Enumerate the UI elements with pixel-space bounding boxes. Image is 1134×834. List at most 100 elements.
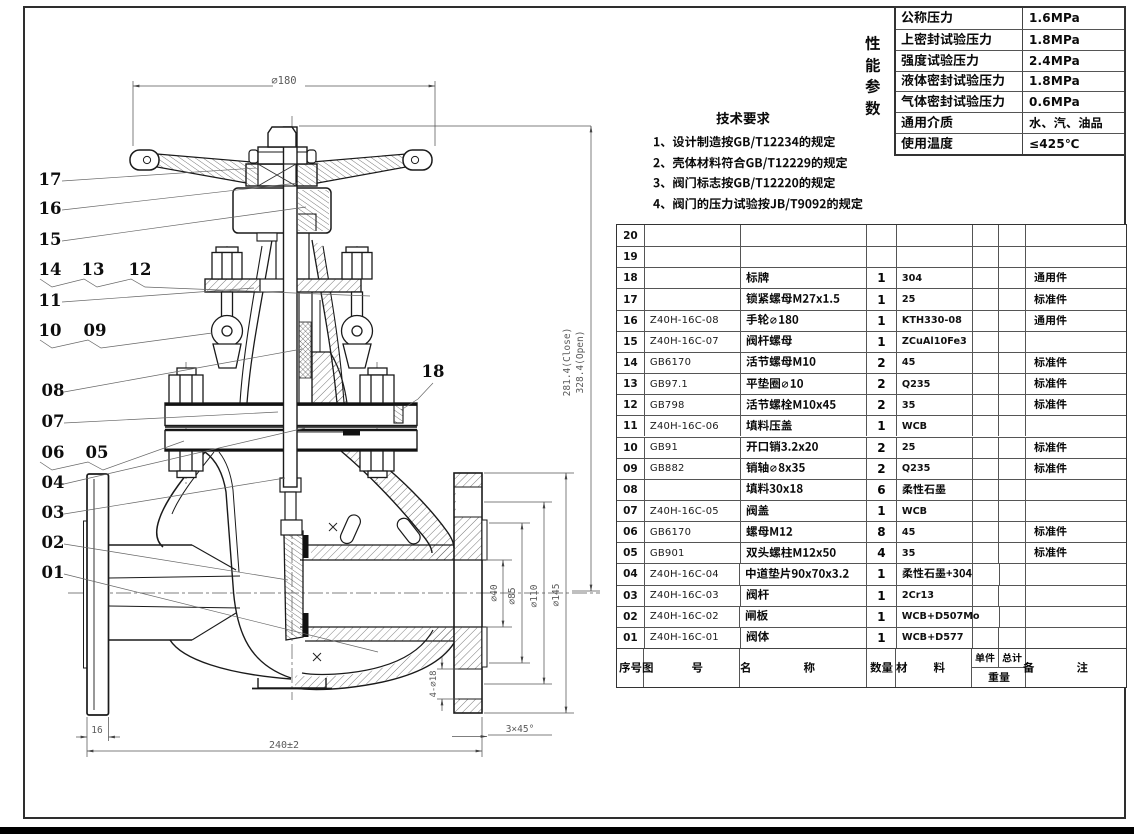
bom-cell-unit_weight [973,374,1000,395]
bom-cell-total_weight [999,479,1027,500]
bom-cell-text: Q235 [901,378,931,390]
perf-param-name [896,113,1023,134]
bom-cell-code: Z40H-16C-07 [645,331,741,352]
bom-cell-name [741,500,868,522]
bom-row: 17 1 25 [617,288,1126,310]
bom-cell-material: WCB+D577 [897,627,973,648]
bom-cell-text: Z40H-16C-02 [649,611,719,623]
bom-cell-remark [1026,311,1126,331]
bom-cell-unit_weight [973,395,1000,416]
bom-cell-seq: 16 [617,310,645,331]
bom-cell-text: 1 [877,419,886,434]
bom-cell-text: 18 [623,272,638,285]
bom-cell-text: WCB+D577 [901,632,964,644]
bom-cell-total_weight [999,247,1027,268]
perf-param-value [1023,113,1124,133]
bom-cell-text: 25 [901,294,916,305]
bom-cell-total_weight [999,500,1027,522]
bom-cell-seq: 07 [617,500,645,522]
tech-requirement-item [653,197,863,211]
bom-cell-code: GB97.1 [645,374,741,395]
bom-cell-qty: 1 [867,331,897,352]
yoke-gland-assembly [204,233,374,404]
bom-cell-unit_weight [973,500,1000,522]
bom-cell-qty: 1 [867,289,897,310]
bom-cell-qty: 2 [867,437,897,458]
bom-cell-material [897,225,973,247]
bom-cell-name [741,247,868,268]
dim-height-open: 328.4(Open) [575,331,586,394]
bom-cell-unit_weight [973,564,1000,585]
balloon-13: 13 [82,260,105,279]
balloon-18: 18 [422,362,445,381]
perf-param-value: 1.8MPa [1023,30,1124,50]
bom-cell-remark [1026,416,1126,436]
bom-cell-text: WCB [901,505,928,517]
bom-cell-name [741,416,868,437]
bom-cell-code [645,247,741,268]
perf-side-label-char [865,100,881,118]
bom-cell-text: 05 [623,547,638,560]
bom-cell-unit_weight [973,289,1000,310]
bom-cell-seq: 05 [617,543,645,564]
bom-cell-remark [1026,628,1126,648]
bom-cell-qty [867,247,897,268]
bom-cell-text: 45 [901,526,916,538]
bom-cell-text: 4 [877,546,886,561]
bom-cell-material: 25 [897,437,973,458]
tech-requirement-item [653,176,863,190]
bom-cell-name [741,395,868,416]
bom-cell-seq: 18 [617,268,645,289]
bom-cell-qty: 8 [867,522,897,543]
dim-height-closed: 281.4(Close) [562,328,573,397]
bom-cell-unit_weight [973,310,1000,331]
bom-cell-text: Z40H-16C-04 [649,568,719,580]
dim-face-to-face: 240±2 [269,740,299,751]
bom-cell-total_weight [999,543,1027,564]
bom-cell-remark [1026,374,1126,394]
bom-cell-text: 17 [623,293,638,306]
bom-cell-remark [1026,564,1126,584]
bom-cell-material: 2Cr13 [897,585,973,606]
bom-cell-total_weight [999,225,1027,247]
bom-cell-code [645,225,741,247]
balloon-01: 01 [42,563,65,582]
bom-cell-name [741,331,868,352]
perf-row: 0.6MPa [896,91,1124,113]
bom-cell-name [740,606,867,627]
balloon-10: 10 [39,321,62,340]
bottom-bar [0,827,1134,834]
bom-cell-seq: 20 [617,225,645,247]
balloon-15: 15 [39,230,62,249]
bom-cell-qty: 2 [867,352,897,374]
bom-cell-unit_weight [973,437,1000,458]
perf-param-value: 0.6MPa [1023,92,1124,112]
tech-requirement-item [653,156,863,170]
bom-cell-text: Z40H-16C-01 [649,632,719,644]
dim-bore: ∅40 [489,584,500,601]
bom-cell-qty: 2 [867,458,897,479]
bom-row: 19 [617,246,1126,268]
bom-cell-unit_weight [973,352,1000,374]
perf-side-label-char [865,78,881,96]
balloon-11: 11 [39,291,62,310]
bom-cell-text: 35 [901,547,916,559]
bom-cell-name [741,225,868,247]
perf-row: ≤425℃ [896,133,1124,154]
bom-cell-text: 08 [623,483,638,496]
bom-cell-text: 2 [877,355,886,370]
bom-cell-name [741,310,868,331]
bom-cell-name [741,522,868,543]
bom-cell-material: WCB+D507Mo [897,606,980,627]
bom-cell-text: 07 [623,505,638,517]
perf-param-value-text: 1.6MPa [1029,11,1080,26]
bom-row: 20 [617,225,1126,247]
gate-and-stem [279,477,309,641]
balloon-12: 12 [129,260,152,279]
dim-flange-thickness: 16 [91,725,103,736]
bom-header-material [896,649,972,687]
bom-cell-seq: 08 [617,479,645,500]
bom-cell-unit_weight [973,522,1000,543]
